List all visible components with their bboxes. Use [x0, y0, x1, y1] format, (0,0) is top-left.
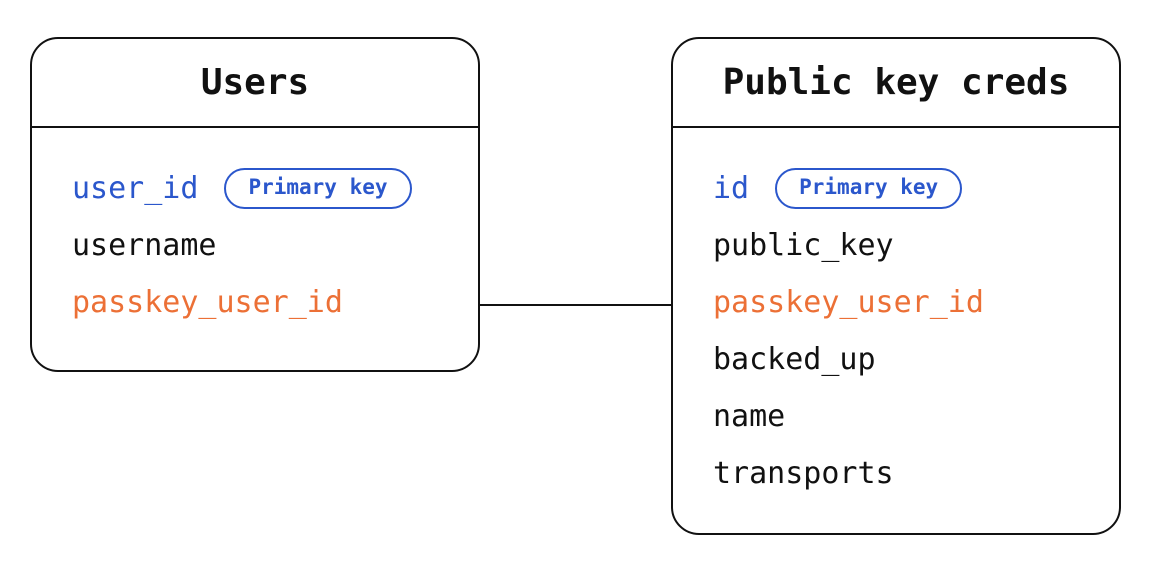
- table-row: transports: [713, 445, 1119, 502]
- field-name: name: [713, 399, 786, 434]
- field-name: id: [713, 171, 750, 206]
- table-title: Public key creds: [673, 39, 1119, 128]
- field-name: passkey_user_id: [713, 285, 984, 320]
- table-row: passkey_user_id: [713, 274, 1119, 331]
- relationship-line: [480, 304, 671, 306]
- field-name: public_key: [713, 228, 894, 263]
- primary-key-badge: Primary key: [224, 167, 412, 210]
- table-row: id Primary key: [713, 160, 1119, 217]
- field-name: username: [72, 228, 217, 263]
- field-name: passkey_user_id: [72, 285, 343, 320]
- table-row: public_key: [713, 217, 1119, 274]
- table-row: passkey_user_id: [72, 274, 478, 331]
- table-row: username: [72, 217, 478, 274]
- table-public-key-creds: Public key creds id Primary key public_key…: [671, 37, 1121, 535]
- table-row: name: [713, 388, 1119, 445]
- field-name: user_id: [72, 171, 199, 206]
- field-name: backed_up: [713, 342, 876, 377]
- table-row: user_id Primary key: [72, 160, 478, 217]
- primary-key-badge: Primary key: [775, 167, 963, 210]
- table-row: backed_up: [713, 331, 1119, 388]
- table-title: Users: [32, 39, 478, 128]
- field-name: transports: [713, 456, 894, 491]
